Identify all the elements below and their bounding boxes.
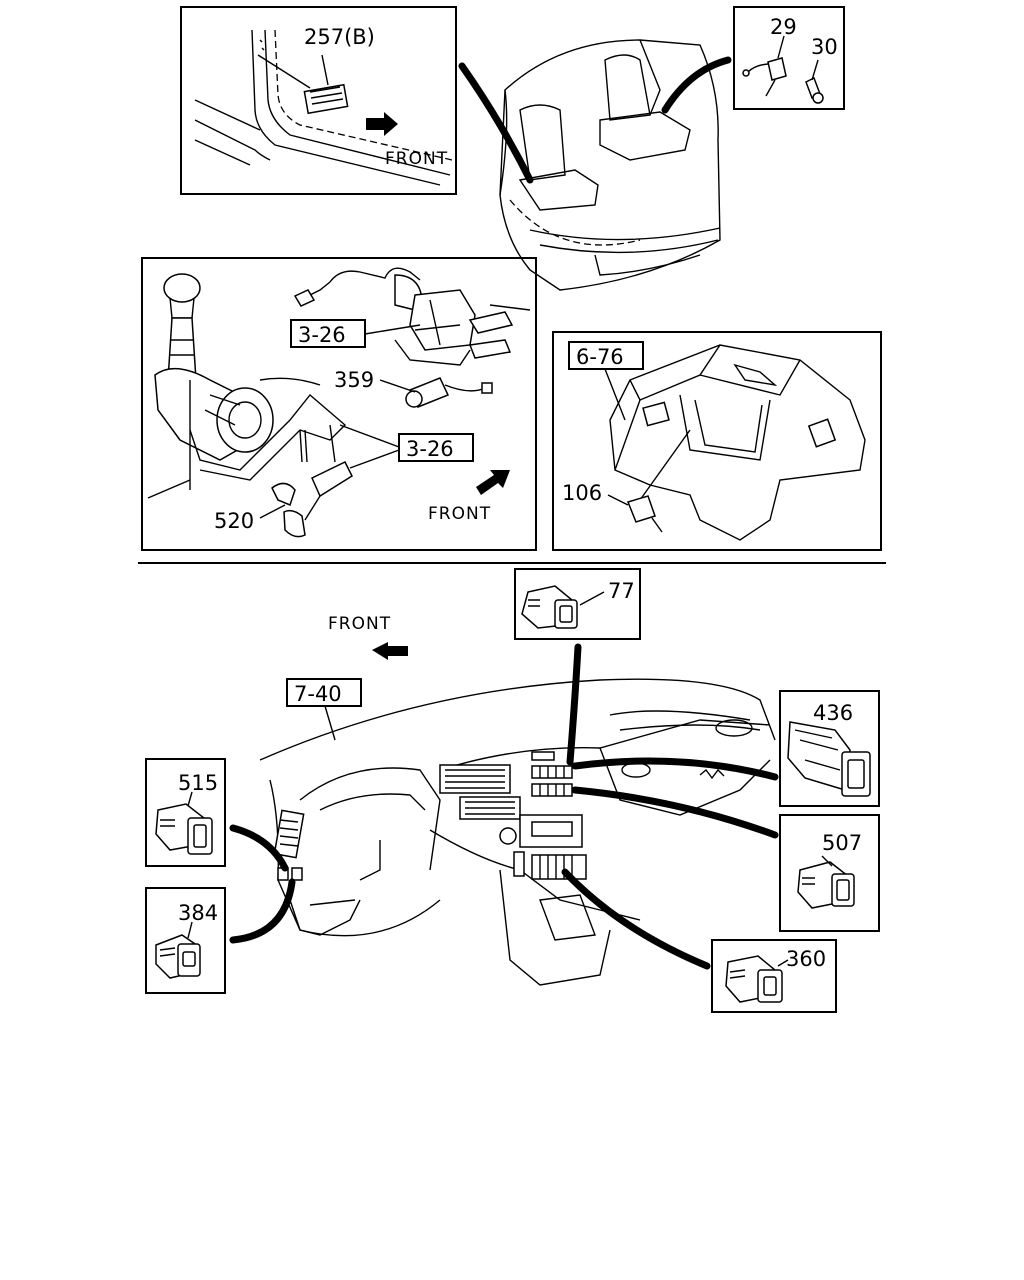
front-arrow-label-3: FRONT <box>328 614 391 634</box>
callout-30: 30 <box>811 35 838 59</box>
inset-box-heater-mechanism: 3-26 359 3-26 520 FRONT <box>141 257 537 551</box>
callout-6-76: 6-76 <box>576 345 624 369</box>
callout-436: 436 <box>813 701 853 725</box>
inset-box-29-30: 29 30 <box>733 6 845 110</box>
inset-box-515: 515 <box>145 758 226 867</box>
cab-interior-illustration <box>499 39 721 291</box>
callout-257b: 257(B) <box>304 25 375 49</box>
leader-507 <box>571 786 779 839</box>
leader-515 <box>229 824 289 872</box>
inset-box-360: 360 <box>711 939 837 1013</box>
callout-520: 520 <box>214 509 254 533</box>
inset-box-77: 77 <box>514 568 641 640</box>
leader-360 <box>561 868 711 970</box>
callout-3-26-lower: 3-26 <box>406 437 454 461</box>
callout-515: 515 <box>178 771 218 795</box>
inset-box-384: 384 <box>145 887 226 994</box>
front-arrow-label: FRONT <box>385 149 448 169</box>
callout-384: 384 <box>178 901 218 925</box>
callout-7-40: 7-40 <box>294 682 342 706</box>
callout-106: 106 <box>562 481 602 505</box>
leader-384 <box>229 878 296 944</box>
callout-360: 360 <box>786 947 826 971</box>
inset-box-436: 436 <box>779 690 880 807</box>
callout-77: 77 <box>608 579 635 603</box>
callout-3-26-upper: 3-26 <box>298 323 346 347</box>
inset-box-console: 6-76 106 <box>552 331 882 551</box>
callout-359: 359 <box>334 368 374 392</box>
callout-507: 507 <box>822 831 862 855</box>
dashboard-illustration: FRONT <box>259 614 776 986</box>
leader-257b <box>458 62 534 184</box>
leader-436 <box>571 757 779 781</box>
inset-box-507: 507 <box>779 814 880 932</box>
callout-29: 29 <box>770 15 797 39</box>
inset-box-257b: 257(B) FRONT <box>180 6 457 195</box>
leader-29 <box>661 56 732 114</box>
front-arrow-label-2: FRONT <box>428 504 491 524</box>
leader-77 <box>566 643 582 766</box>
